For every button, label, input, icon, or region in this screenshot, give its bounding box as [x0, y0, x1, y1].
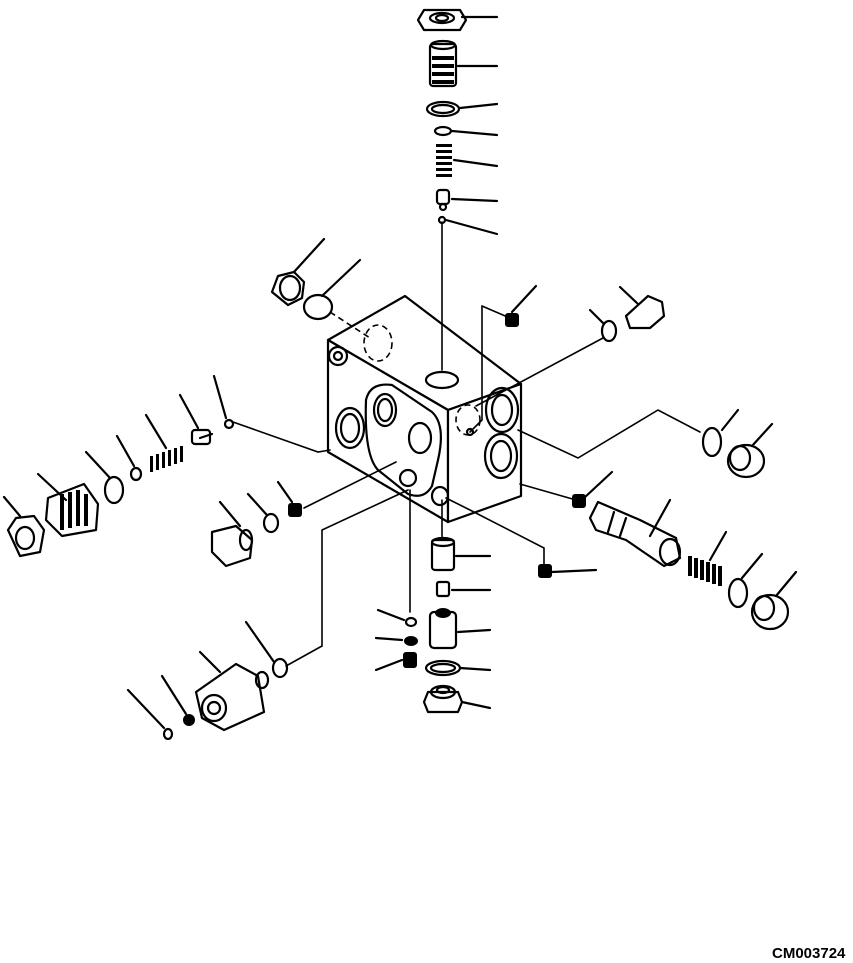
right-upper-parts — [469, 284, 666, 433]
bottom-stack — [374, 489, 492, 714]
right-spool-assembly — [519, 470, 798, 631]
right-plug-assembly — [517, 408, 774, 479]
valve-block — [326, 294, 523, 524]
left-chain — [2, 374, 331, 558]
upper-left-plug — [270, 237, 371, 339]
top-relief-stack — [416, 8, 499, 371]
left-lower-plug — [210, 461, 397, 568]
left-cartridge — [126, 489, 409, 741]
right-lower-plug — [445, 497, 598, 578]
figure-code: CM003724 — [772, 945, 846, 962]
